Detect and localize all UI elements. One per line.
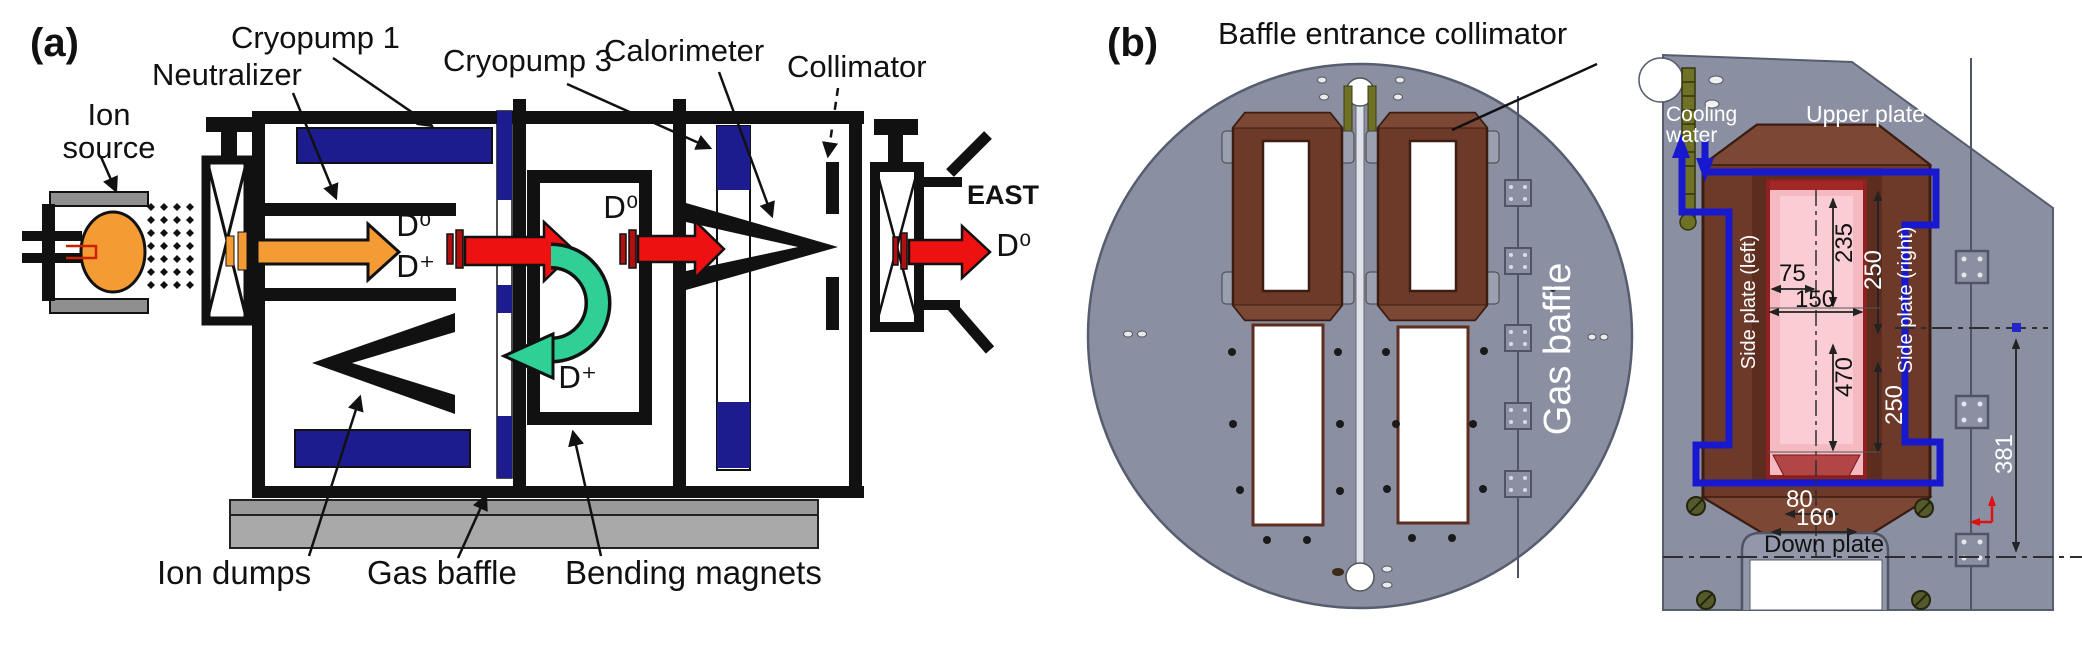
- panel-a-tag: (a): [30, 21, 79, 65]
- coordinate-axis: [1969, 495, 1996, 526]
- label-gas-baffle-a: Gas baffle: [367, 554, 517, 591]
- nbi-schematic: [22, 56, 995, 559]
- label-down-plate: Down plate: [1764, 531, 1885, 558]
- label-beam-d0-mid: D⁰: [603, 191, 639, 226]
- plasma-ellipse: [79, 210, 147, 294]
- collimator-detail-view: [1638, 53, 2082, 611]
- accel-grid-beamlets: [147, 203, 194, 289]
- dim-160: 160: [1796, 504, 1837, 531]
- screw-heads: [1686, 496, 1934, 610]
- cooling-pipe: [1678, 158, 1944, 487]
- panel-b-title: Baffle entrance collimator: [1218, 16, 1568, 51]
- collimator-unit-left: [1221, 111, 1355, 322]
- label-side-plate-right: Side plate (right): [1895, 226, 1917, 374]
- water-out-arrow: [1672, 134, 1690, 158]
- label-neutralizer: Neutralizer: [152, 57, 302, 92]
- dim-250-lower: 250: [1881, 384, 1908, 426]
- dimension-lines: [1768, 190, 2021, 553]
- dim-250-upper: 250: [1860, 249, 1887, 291]
- calorimeter-rail: [716, 125, 751, 471]
- centerlines: [1663, 190, 2082, 558]
- label-cooling-water: Cooling water: [1666, 103, 1738, 147]
- lower-slot-right: [1396, 325, 1470, 525]
- label-bending-magnets: Bending magnets: [565, 554, 822, 591]
- gas-baffle-strip: [496, 110, 513, 479]
- flange-seam: [1504, 96, 1532, 578]
- center-slot: [1355, 99, 1365, 569]
- vacuum-vessel: [252, 99, 864, 498]
- ion-source-assembly: [22, 191, 149, 314]
- dim-235: 235: [1831, 222, 1858, 264]
- dim-80: 80: [1786, 486, 1813, 513]
- annotation-leaders-a: [99, 56, 840, 559]
- water-in-arrow: [1696, 158, 1714, 182]
- dim-381: 381: [1991, 433, 2018, 475]
- ion-dump-chevron: [312, 313, 455, 414]
- bottom-hole: [1345, 562, 1375, 592]
- label-gas-baffle-b: Gas baffle: [1537, 262, 1579, 436]
- down-plate-shape: [1740, 531, 1890, 611]
- cooling-water-line: [1672, 67, 1944, 487]
- cryopump3-panel: [717, 126, 750, 190]
- label-collimator: Collimator: [787, 49, 927, 84]
- support-base: [229, 499, 819, 549]
- label-upper-plate: Upper plate: [1806, 101, 1925, 127]
- title-leader-line: [1451, 62, 1598, 132]
- collimator-slits: [826, 162, 839, 330]
- label-beam-dplus: D⁺: [396, 250, 435, 285]
- dim-150: 150: [1795, 286, 1836, 313]
- gate-valve-2: [870, 119, 924, 332]
- label-beam-dplus-deflected: D⁺: [558, 361, 597, 396]
- baffle-flange-view: [1086, 62, 1634, 610]
- label-cryopump3: Cryopump 3: [443, 43, 612, 78]
- mounting-pads: [1954, 249, 1990, 568]
- deflected-ion-arc: [500, 242, 612, 381]
- calorimeter-v: [686, 203, 838, 290]
- lower-slot-left: [1251, 323, 1325, 527]
- label-beam-d0: D⁰: [396, 209, 432, 244]
- panel-b-tag: (b): [1107, 21, 1159, 65]
- bolt-dots: [1228, 347, 1488, 544]
- label-ion-dumps: Ion dumps: [157, 554, 312, 591]
- label-cryopump1: Cryopump 1: [231, 20, 400, 55]
- label-beam-d0-exit: D⁰: [996, 229, 1032, 264]
- top-slot-holes: [1317, 76, 1405, 101]
- cryopump2-panel: [294, 429, 471, 468]
- beam-arrow-orange: [225, 220, 402, 284]
- cryopump1-panel: [296, 127, 493, 164]
- label-calorimeter: Calorimeter: [604, 33, 765, 68]
- collimator-unit-right: [1365, 111, 1500, 322]
- dim-470: 470: [1831, 356, 1858, 398]
- dim-75: 75: [1779, 260, 1806, 287]
- label-east: EAST: [967, 180, 1040, 210]
- east-port-flange: [918, 131, 995, 354]
- neutralizer-channel: [258, 203, 456, 301]
- label-ion-source: Ion source: [62, 97, 156, 165]
- filament: [66, 244, 98, 260]
- label-side-plate-left: Side plate (left): [1738, 234, 1760, 370]
- gate-valve-1: [201, 117, 253, 326]
